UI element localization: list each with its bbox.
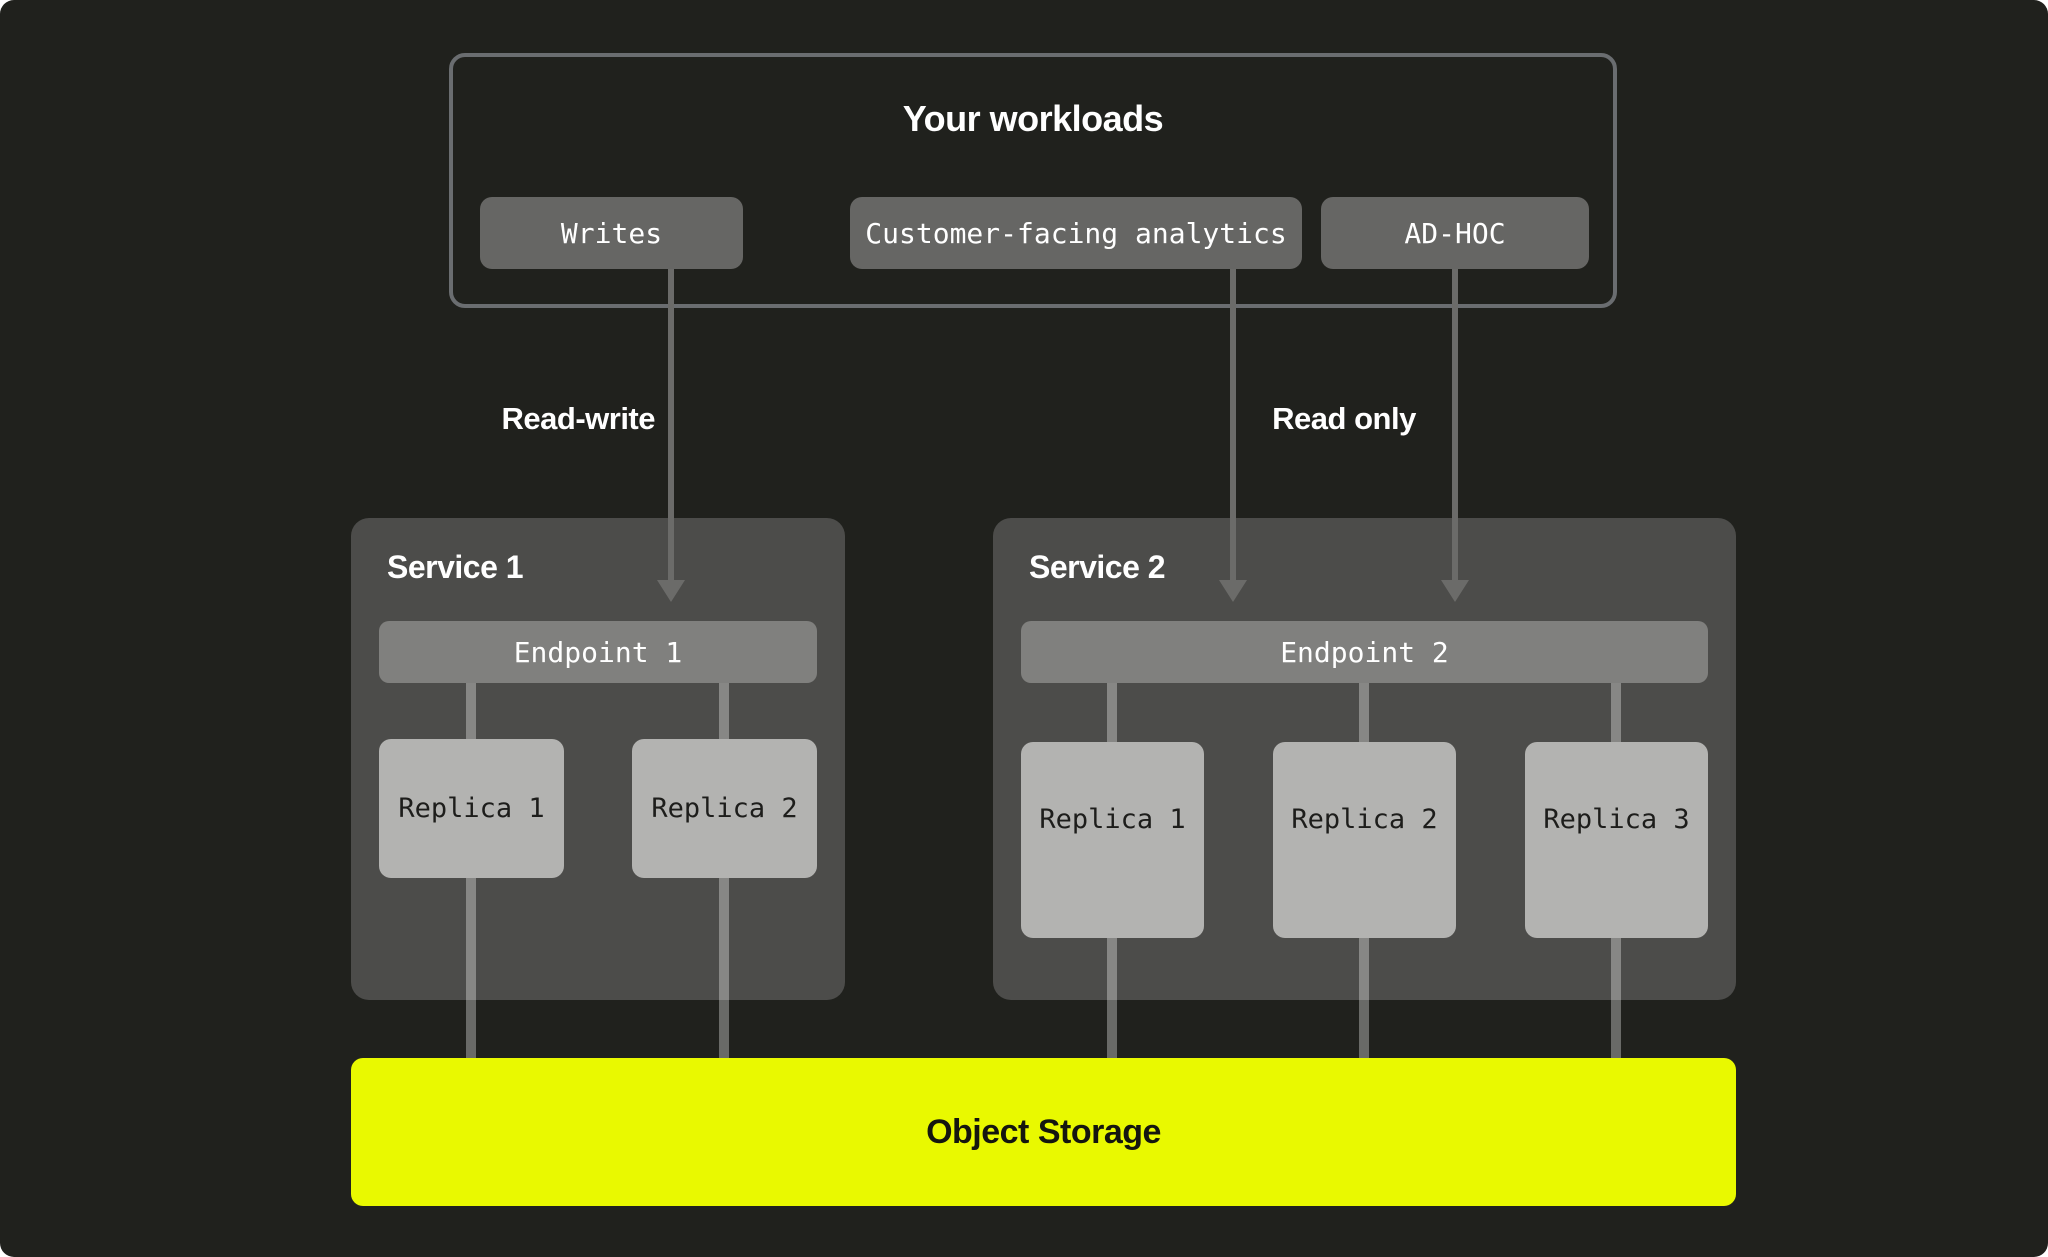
arrow-down-icon bbox=[1441, 580, 1469, 602]
connector-line-s1-r2 bbox=[719, 683, 729, 1075]
endpoint-1-bar: Endpoint 1 bbox=[379, 621, 817, 683]
arrow-down-icon bbox=[1219, 580, 1247, 602]
arrow-adhoc-shaft bbox=[1452, 269, 1458, 580]
endpoint-1-label: Endpoint 1 bbox=[513, 635, 683, 669]
storage-bar: Object Storage bbox=[351, 1058, 1736, 1206]
service-2-replica-1: Replica 1 bbox=[1021, 742, 1204, 938]
workloads-title: Your workloads bbox=[902, 98, 1164, 139]
service-2-replica-3: Replica 3 bbox=[1525, 742, 1708, 938]
storage-label: Object Storage bbox=[926, 1112, 1161, 1151]
workload-chip-customer-facing-analytics-label: Customer-facing analytics bbox=[865, 216, 1287, 250]
service-1-replica-1-label: Replica 1 bbox=[398, 793, 545, 824]
workload-chip-customer-facing-analytics: Customer-facing analytics bbox=[850, 197, 1302, 269]
endpoint-2-label: Endpoint 2 bbox=[1280, 635, 1449, 669]
service-2-replica-1-label: Replica 1 bbox=[1039, 804, 1186, 835]
workload-chip-ad-hoc-label: AD-HOC bbox=[1404, 216, 1506, 250]
connector-line-s1-r1 bbox=[466, 683, 476, 1075]
service-2-replica-2: Replica 2 bbox=[1273, 742, 1456, 938]
arrow-analytics-shaft bbox=[1230, 269, 1236, 580]
service-2-replica-3-label: Replica 3 bbox=[1543, 804, 1690, 835]
service-2-replica-2-label: Replica 2 bbox=[1291, 804, 1438, 835]
service-1-title: Service 1 bbox=[387, 549, 524, 585]
service-1-replica-1: Replica 1 bbox=[379, 739, 564, 878]
arrow-writes-shaft bbox=[668, 269, 674, 580]
label-read-write: Read-write bbox=[501, 401, 656, 436]
workload-chip-ad-hoc: AD-HOC bbox=[1321, 197, 1589, 269]
workload-chip-writes-label: Writes bbox=[560, 216, 663, 250]
service-2-title: Service 2 bbox=[1029, 549, 1166, 585]
service-1-replica-2-label: Replica 2 bbox=[651, 793, 798, 824]
workload-chip-writes: Writes bbox=[480, 197, 743, 269]
label-read-only: Read only bbox=[1272, 401, 1416, 436]
endpoint-2-bar: Endpoint 2 bbox=[1021, 621, 1708, 683]
arrow-down-icon bbox=[657, 580, 685, 602]
service-1-replica-2: Replica 2 bbox=[632, 739, 817, 878]
workloads-box bbox=[449, 53, 1617, 308]
